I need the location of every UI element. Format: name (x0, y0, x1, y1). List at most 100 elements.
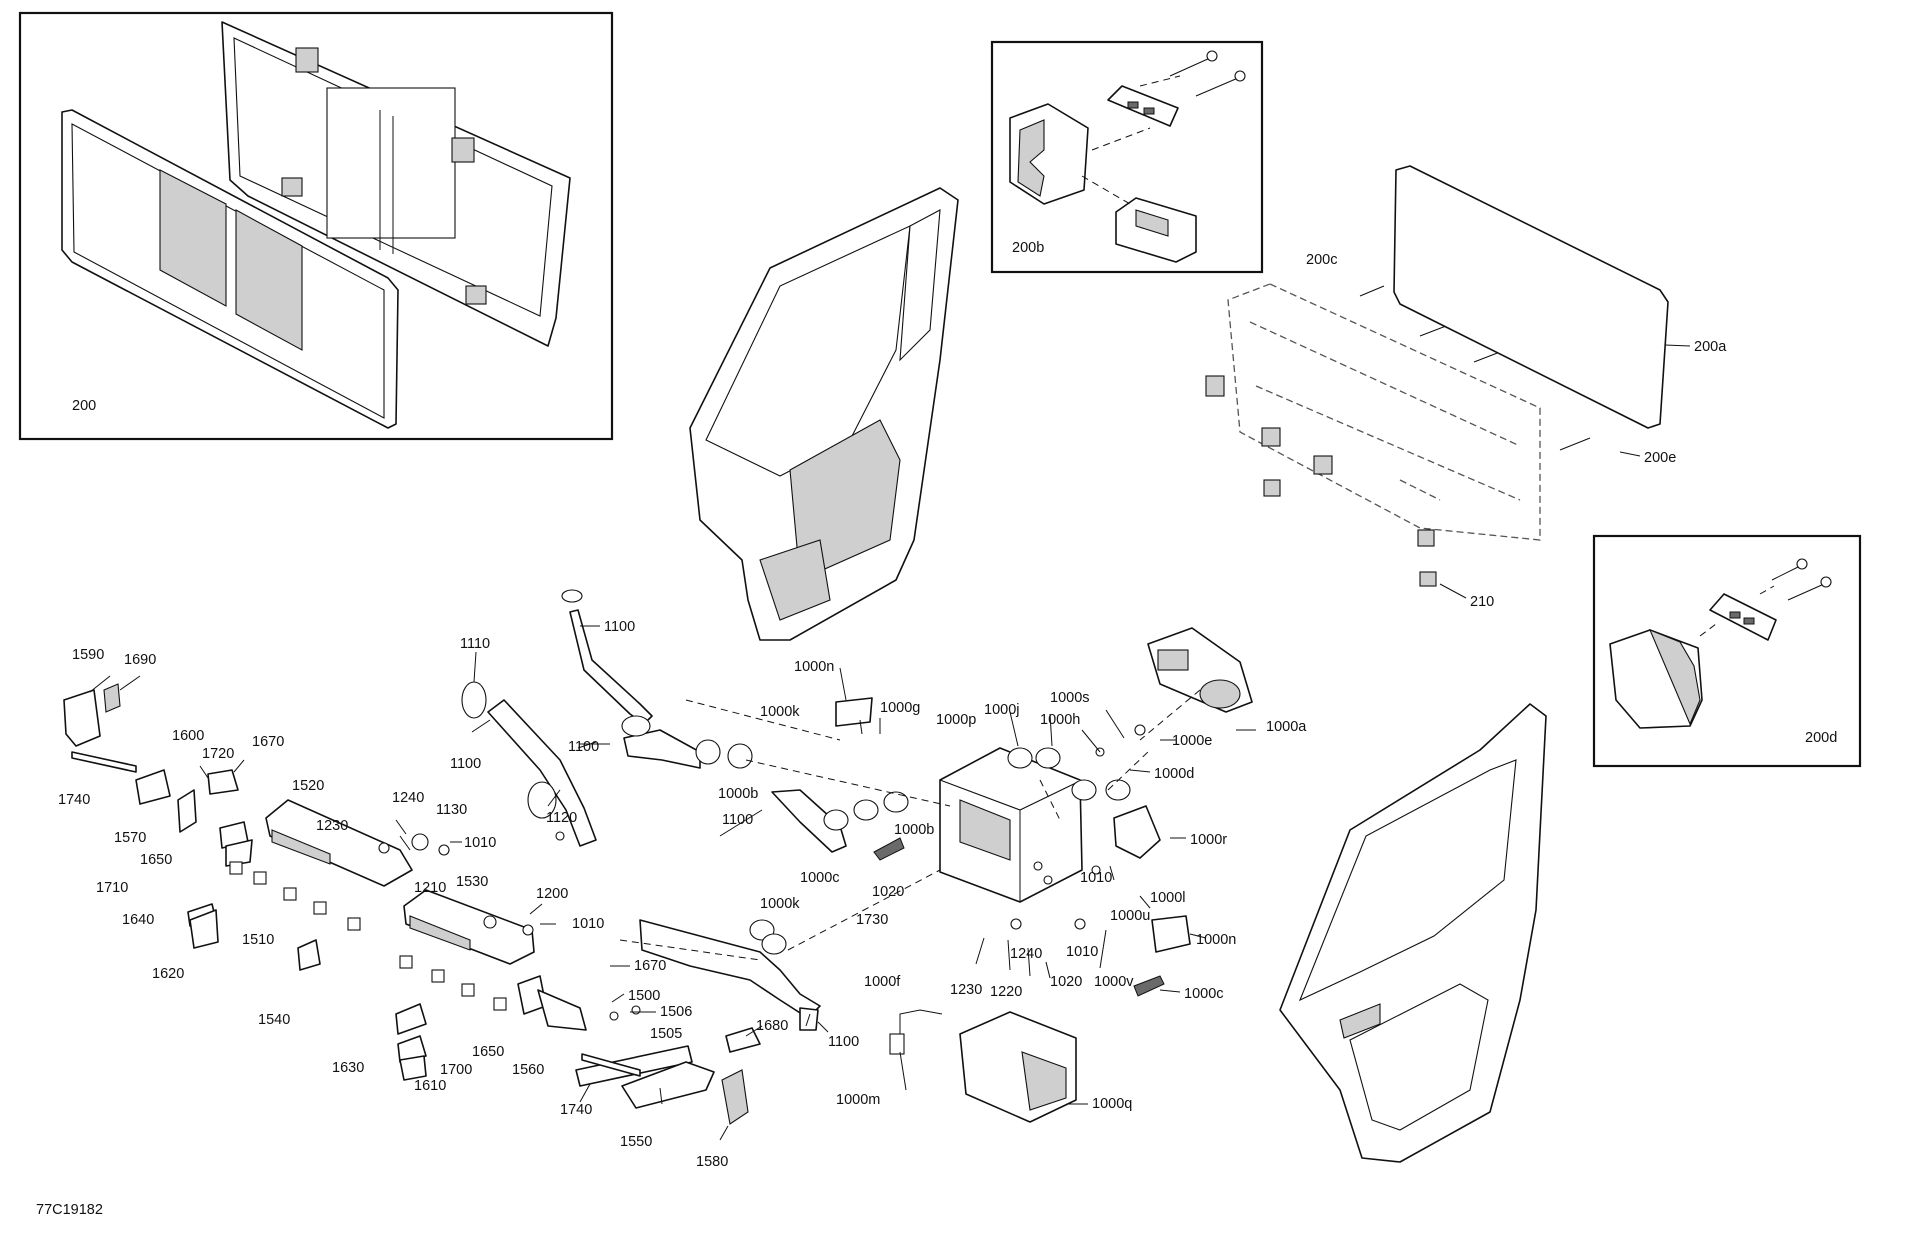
door-lower (1279, 703, 1547, 1163)
callout-1100-top: 1100 (604, 619, 635, 635)
callout-1100-left: 1100 (450, 756, 481, 772)
label-200d: 200d (1805, 730, 1837, 746)
inset-200-frame (18, 11, 614, 441)
callout-1240: 1240 (392, 790, 424, 806)
callout-1560: 1560 (512, 1062, 544, 1078)
callout-1000v: 1000v (1094, 974, 1134, 990)
door-upper (689, 187, 959, 641)
callout-1000k-2: 1000k (760, 896, 800, 912)
callout-1000e: 1000e (1172, 733, 1212, 749)
callout-1010: 1010 (464, 835, 496, 851)
callout-1650b: 1650 (472, 1044, 504, 1060)
callout-1640: 1640 (122, 912, 154, 928)
callout-1100-lower: 1100 (722, 812, 753, 828)
callout-1000b-2: 1000b (894, 822, 934, 838)
callout-1110: 1110 (460, 636, 490, 652)
latch-block (1115, 197, 1197, 263)
inset-200b-frame: 200b (990, 40, 1264, 274)
callout-1000p: 1000p (936, 712, 976, 728)
callout-1010c: 1010 (1080, 870, 1112, 886)
dash-panel-1520 (265, 799, 413, 887)
callout-1700: 1700 (440, 1062, 472, 1078)
callout-1500: 1500 (628, 988, 660, 1004)
callout-1230: 1230 (316, 818, 348, 834)
callout-210: 210 (1470, 594, 1494, 610)
callout-1000q: 1000q (1092, 1096, 1132, 1112)
window-front-panel (61, 109, 399, 429)
callout-1000a: 1000a (1266, 719, 1307, 735)
callout-labels: 200 200d 200a 200c 200e 210 1590 1690 17… (36, 252, 1837, 1218)
misc-brackets (835, 697, 1191, 997)
callout-1010b: 1010 (572, 916, 604, 932)
callout-1000l: 1000l (1150, 890, 1185, 906)
callout-1730: 1730 (856, 912, 888, 928)
callout-1220: 1220 (990, 984, 1022, 1000)
leader-lines (89, 344, 1691, 1141)
callout-1100-bottom: 1100 (828, 1034, 859, 1050)
callout-200c: 200c (1306, 252, 1337, 268)
callout-1000k: 1000k (760, 704, 800, 720)
callout-1680: 1680 (756, 1018, 788, 1034)
callout-1670b: 1670 (634, 958, 666, 974)
callout-1670: 1670 (252, 734, 284, 750)
wire-harness-1000m (889, 1009, 943, 1055)
callout-1230b: 1230 (950, 982, 982, 998)
callout-1010d: 1010 (1066, 944, 1098, 960)
callout-1540: 1540 (258, 1012, 290, 1028)
callout-1000c: 1000c (800, 870, 840, 886)
fasteners (378, 724, 1146, 1021)
dashed-connectors (619, 689, 1201, 961)
callout-1590: 1590 (72, 647, 104, 663)
latch-plate (1107, 85, 1179, 127)
callout-1710: 1710 (96, 880, 128, 896)
callout-1520: 1520 (292, 778, 324, 794)
callout-1570: 1570 (114, 830, 146, 846)
callout-1000j: 1000j (984, 702, 1019, 718)
callout-1000m: 1000m (836, 1092, 880, 1108)
callout-1000f: 1000f (864, 974, 901, 990)
callout-200e: 200e (1644, 450, 1676, 466)
label-200: 200 (72, 398, 96, 414)
rear-window-frame (1205, 283, 1591, 587)
callout-1000g: 1000g (880, 700, 920, 716)
filter-box-1000q (959, 1011, 1077, 1123)
callout-1020b: 1020 (1050, 974, 1082, 990)
heater-core-assembly (939, 747, 1083, 903)
callout-1000h: 1000h (1040, 712, 1080, 728)
callout-1200: 1200 (536, 886, 568, 902)
callout-1650: 1650 (140, 852, 172, 868)
callout-1740: 1740 (58, 792, 90, 808)
small-parts-left (63, 683, 761, 1125)
callout-1000s: 1000s (1050, 690, 1090, 706)
label-200b: 200b (1012, 240, 1044, 256)
latch-cover-plate (1709, 593, 1777, 641)
callout-1610: 1610 (414, 1078, 446, 1094)
callout-1000n: 1000n (794, 659, 834, 675)
callout-200a: 200a (1694, 339, 1727, 355)
drawing-code: 77C19182 (36, 1202, 103, 1218)
ducts (487, 609, 847, 1031)
latch-housing (1009, 103, 1089, 205)
callout-1210: 1210 (414, 880, 446, 896)
callout-1000b: 1000b (718, 786, 758, 802)
vent-grilles (229, 861, 507, 1011)
callout-1530: 1530 (456, 874, 488, 890)
callout-1000u: 1000u (1110, 908, 1150, 924)
callout-1690: 1690 (124, 652, 156, 668)
callout-1630: 1630 (332, 1060, 364, 1076)
callout-1240b: 1240 (1010, 946, 1042, 962)
callout-1000c-2: 1000c (1184, 986, 1224, 1002)
callout-1720: 1720 (202, 746, 234, 762)
callout-1130: 1130 (436, 802, 467, 818)
callout-1600: 1600 (172, 728, 204, 744)
window-rear-panel (221, 21, 571, 347)
callout-1580: 1580 (696, 1154, 728, 1170)
callout-1120: 1120 (546, 810, 577, 826)
callout-1506: 1506 (660, 1004, 692, 1020)
callout-1510: 1510 (242, 932, 274, 948)
callout-1100-mid: 1100 (568, 739, 599, 755)
callout-1020: 1020 (872, 884, 904, 900)
callout-1000d: 1000d (1154, 766, 1194, 782)
inset-200d-frame (1592, 534, 1862, 768)
